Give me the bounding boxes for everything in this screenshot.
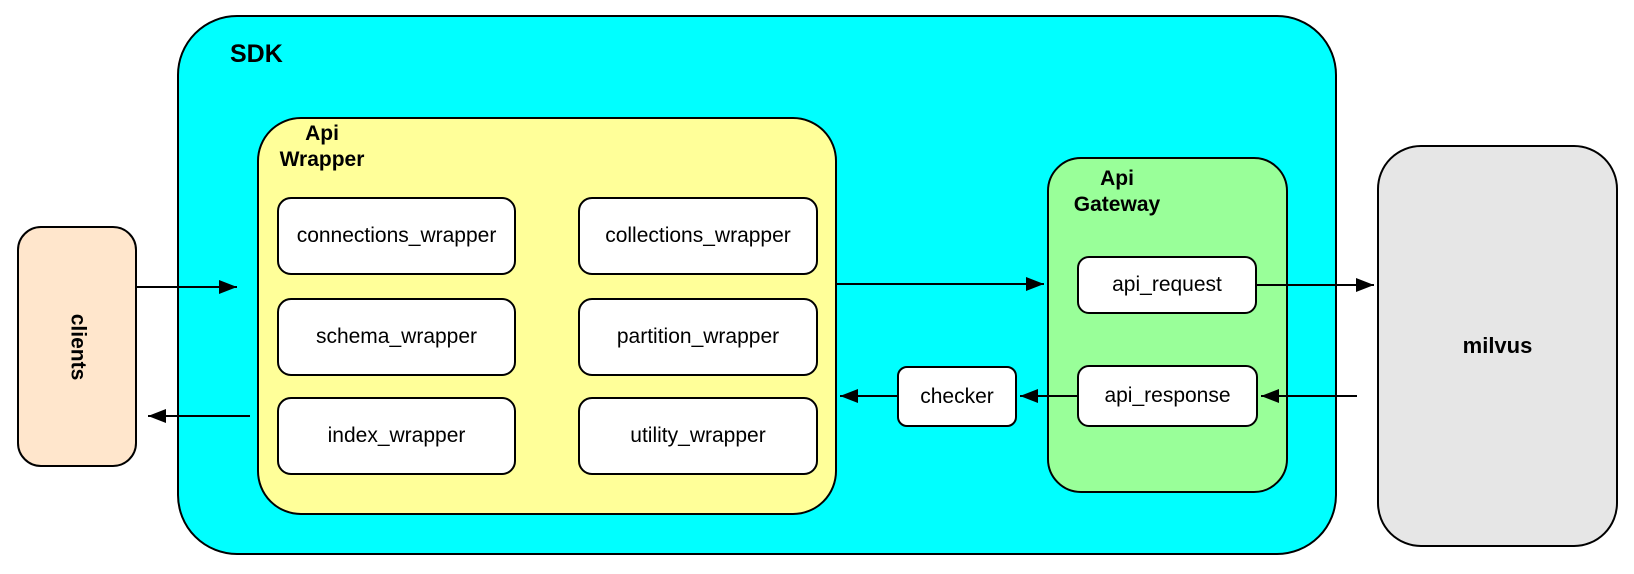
api-response-node: api_response: [1077, 365, 1258, 427]
wrapper-node-label: schema_wrapper: [315, 325, 478, 348]
wrapper-node-label: utility_wrapper: [630, 424, 766, 447]
api-wrapper-label: Api Wrapper: [279, 122, 365, 171]
wrapper-node-index: index_wrapper: [277, 397, 516, 475]
milvus-label: milvus: [1462, 333, 1533, 358]
wrapper-node-connections: connections_wrapper: [277, 197, 516, 275]
api-gateway-label: Api Gateway: [1073, 167, 1161, 216]
wrapper-node-utility: utility_wrapper: [578, 397, 818, 475]
wrapper-node-schema: schema_wrapper: [277, 298, 516, 376]
api-gateway-container: [1047, 157, 1288, 493]
wrapper-node-label: partition_wrapper: [616, 325, 780, 348]
wrapper-node-label: collections_wrapper: [605, 224, 791, 247]
clients-label: clients: [66, 313, 89, 380]
milvus-node: milvus: [1377, 145, 1618, 547]
api-request-node: api_request: [1077, 256, 1257, 314]
checker-label: checker: [920, 384, 994, 408]
api-response-label: api_response: [1104, 384, 1231, 407]
wrapper-node-partition: partition_wrapper: [578, 298, 818, 376]
wrapper-node-collections: collections_wrapper: [578, 197, 818, 275]
wrapper-node-label: connections_wrapper: [296, 224, 497, 247]
sdk-label: SDK: [230, 40, 283, 68]
checker-node: checker: [897, 366, 1017, 427]
api-request-label: api_request: [1112, 273, 1222, 296]
wrapper-node-label: index_wrapper: [327, 424, 466, 447]
clients-node: clients: [17, 226, 137, 467]
